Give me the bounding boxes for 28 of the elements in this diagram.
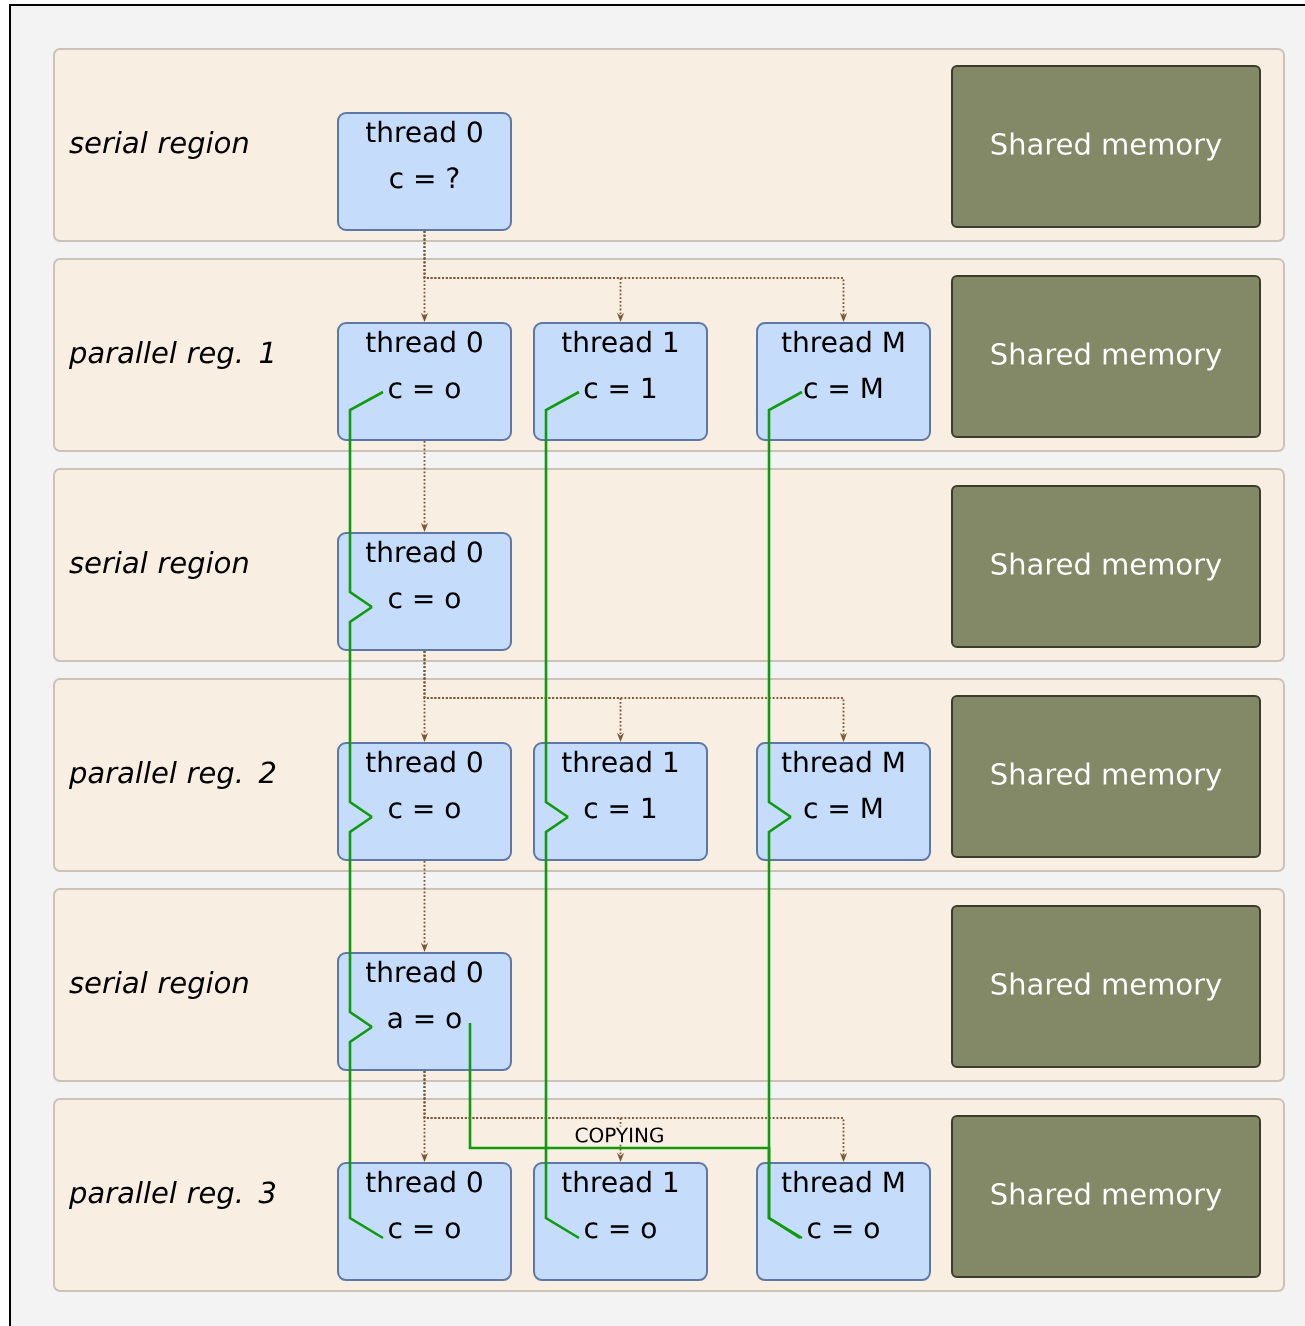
memory-box: Shared memory: [951, 905, 1261, 1068]
thread-box: thread 0 a = o: [337, 952, 512, 1071]
memory-box: Shared memory: [951, 275, 1261, 438]
thread-box: thread 1 c = 1: [533, 322, 708, 441]
data-line: [348, 605, 373, 819]
thread-box: thread 1 c = o: [533, 1162, 708, 1281]
edge-label: COPYING: [573, 1126, 666, 1144]
thread-box: thread 0 c = ?: [337, 112, 512, 231]
thread-box: thread 0 c = o: [337, 322, 512, 441]
data-line: [348, 390, 384, 609]
thread-box: thread 0 c = o: [337, 1162, 512, 1281]
data-line: [544, 815, 580, 1240]
data-line: [767, 815, 803, 1240]
thread-box: thread M c = o: [756, 1162, 931, 1281]
data-line: [468, 1023, 801, 1240]
thread-box: thread 0 c = o: [337, 532, 512, 651]
data-line: [348, 1025, 384, 1240]
thread-box: thread 1 c = 1: [533, 742, 708, 861]
thread-box: thread M c = M: [756, 742, 931, 861]
thread-box: thread M c = M: [756, 322, 931, 441]
memory-box: Shared memory: [951, 695, 1261, 858]
memory-box: Shared memory: [951, 65, 1261, 228]
thread-box: thread 0 c = o: [337, 742, 512, 861]
data-line: [348, 815, 373, 1029]
data-line: [544, 390, 580, 819]
data-line: [767, 390, 803, 819]
memory-box: Shared memory: [951, 1115, 1261, 1278]
memory-box: Shared memory: [951, 485, 1261, 648]
